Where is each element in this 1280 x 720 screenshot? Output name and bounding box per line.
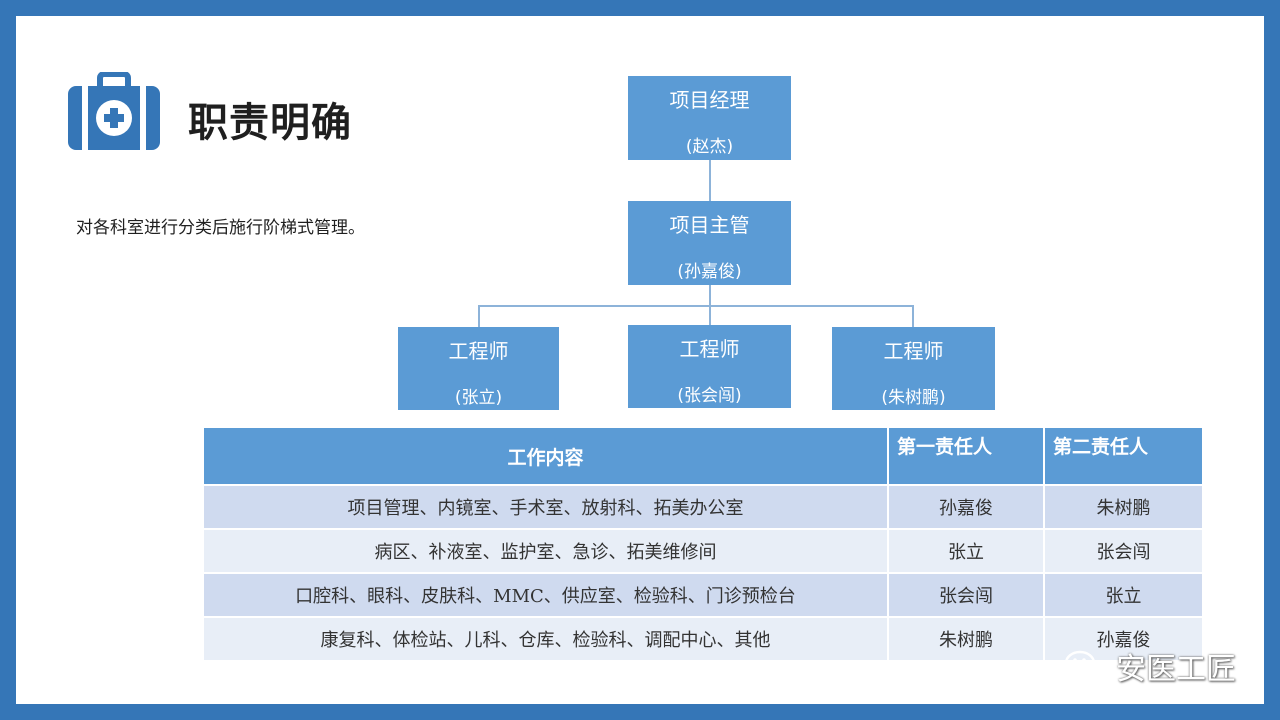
org-node-engineer: 工程师 (张立) — [398, 327, 559, 410]
node-person: (孙嘉俊) — [677, 262, 742, 282]
watermark-text: 安医工匠 — [1116, 652, 1236, 687]
connector-line — [709, 285, 711, 305]
cell-first-responsible: 张立 — [887, 528, 1045, 574]
cell-second-responsible: 朱树鹏 — [1043, 484, 1204, 530]
org-node-manager: 项目经理 (赵杰) — [628, 76, 791, 160]
page-description: 对各科室进行分类后施行阶梯式管理。 — [76, 218, 365, 238]
connector-line — [478, 305, 914, 307]
wechat-icon — [1064, 650, 1107, 682]
connector-line — [709, 305, 711, 325]
medical-kit-icon — [68, 72, 160, 150]
watermark: 安医工匠 — [1064, 644, 1236, 688]
header-second-responsible: 第二责任人 — [1043, 426, 1204, 486]
table-row: 项目管理、内镜室、手术室、放射科、拓美办公室 孙嘉俊 朱树鹏 — [202, 484, 1204, 530]
cell-work-content: 病区、补液室、监护室、急诊、拓美维修间 — [202, 528, 889, 574]
connector-line — [709, 160, 711, 201]
connector-line — [912, 305, 914, 327]
cell-work-content: 口腔科、眼科、皮肤科、MMC、供应室、检验科、门诊预检台 — [202, 572, 889, 618]
table-row: 康复科、体检站、儿科、仓库、检验科、调配中心、其他 朱树鹏 孙嘉俊 — [202, 616, 1204, 662]
cell-work-content: 项目管理、内镜室、手术室、放射科、拓美办公室 — [202, 484, 889, 530]
cell-second-responsible: 张会闯 — [1043, 528, 1204, 574]
node-person: (赵杰) — [685, 137, 734, 157]
table-row: 病区、补液室、监护室、急诊、拓美维修间 张立 张会闯 — [202, 528, 1204, 574]
cell-first-responsible: 张会闯 — [887, 572, 1045, 618]
connector-line — [478, 305, 480, 327]
node-person: (张会闯) — [677, 386, 742, 406]
table-row: 口腔科、眼科、皮肤科、MMC、供应室、检验科、门诊预检台 张会闯 张立 — [202, 572, 1204, 618]
responsibility-table: 工作内容 第一责任人 第二责任人 项目管理、内镜室、手术室、放射科、拓美办公室 … — [202, 426, 1204, 662]
header-work-content: 工作内容 — [202, 426, 889, 486]
cell-work-content: 康复科、体检站、儿科、仓库、检验科、调配中心、其他 — [202, 616, 889, 662]
cell-first-responsible: 朱树鹏 — [887, 616, 1045, 662]
node-role: 工程师 — [883, 339, 944, 363]
page-title: 职责明确 — [188, 100, 352, 146]
org-node-engineer: 工程师 (张会闯) — [628, 325, 791, 408]
cell-first-responsible: 孙嘉俊 — [887, 484, 1045, 530]
header-first-responsible: 第一责任人 — [887, 426, 1045, 486]
node-person: (朱树鹏) — [881, 388, 946, 408]
node-role: 工程师 — [448, 339, 509, 363]
node-role: 工程师 — [679, 337, 740, 361]
table-header-row: 工作内容 第一责任人 第二责任人 — [202, 426, 1204, 486]
cell-second-responsible: 张立 — [1043, 572, 1204, 618]
node-role: 项目经理 — [669, 88, 750, 112]
org-node-supervisor: 项目主管 (孙嘉俊) — [628, 201, 791, 285]
slide: 职责明确 对各科室进行分类后施行阶梯式管理。 项目经理 (赵杰) 项目主管 (孙… — [16, 16, 1264, 704]
node-person: (张立) — [454, 388, 503, 408]
node-role: 项目主管 — [669, 213, 750, 237]
org-node-engineer: 工程师 (朱树鹏) — [832, 327, 995, 410]
